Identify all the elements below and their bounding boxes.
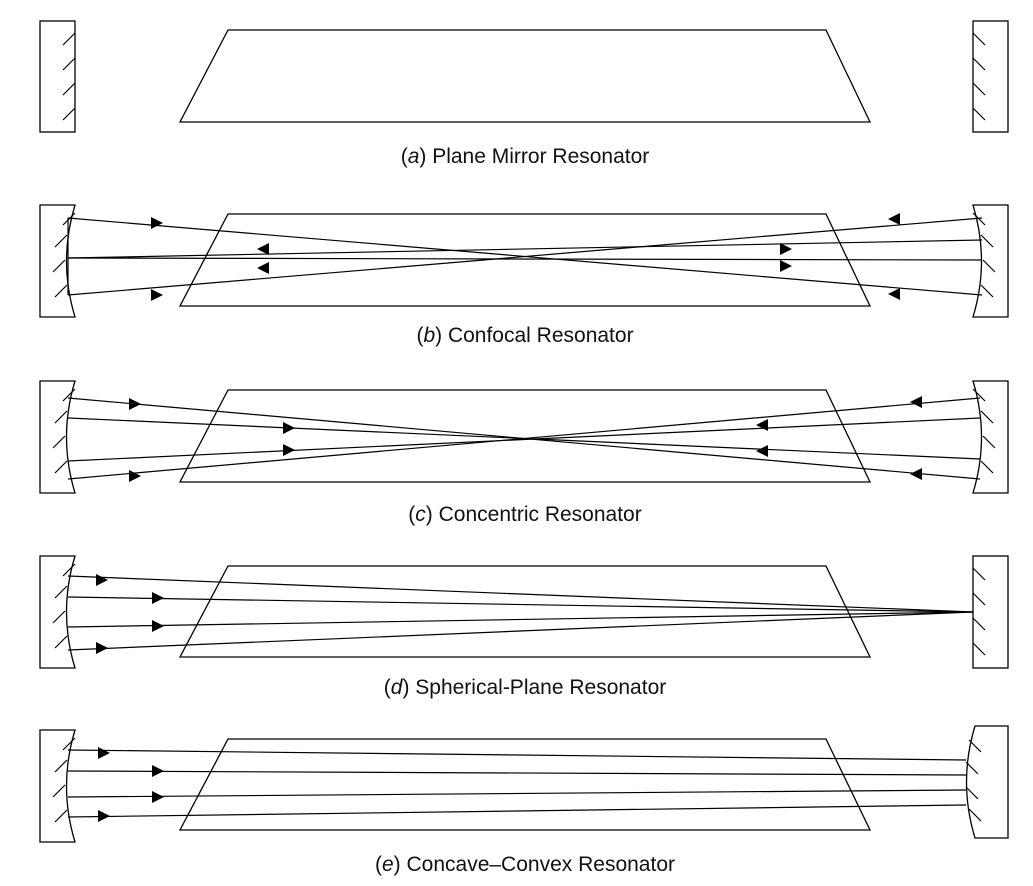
right-plane-mirror: [972, 20, 1009, 133]
left-concave-mirror: [39, 555, 76, 669]
arrow-right: [151, 217, 163, 229]
right-convex-mirror: [965, 725, 1009, 839]
ray-arrows: [129, 396, 922, 482]
arrow-right: [780, 260, 792, 272]
right-concave-mirror: [972, 204, 1009, 318]
caption-d-title: Spherical-Plane Resonator: [415, 676, 666, 699]
arrow-right: [129, 398, 141, 410]
arrow-right: [152, 765, 164, 777]
panel-d: (d) Spherical-Plane Resonator: [39, 555, 1009, 699]
caption-a: (a) Plane Mirror Resonator: [401, 145, 650, 168]
arrow-right: [152, 791, 164, 803]
left-plane-mirror: [39, 20, 76, 133]
caption-a-title: Plane Mirror Resonator: [432, 145, 649, 168]
caption-e: (e) Concave–Convex Resonator: [375, 853, 675, 876]
panel-a: (a) Plane Mirror Resonator: [39, 20, 1009, 168]
right-plane-mirror: [972, 555, 1009, 669]
caption-c-letter: c: [415, 503, 426, 526]
arrow-right: [780, 243, 792, 255]
arrow-right: [283, 422, 295, 434]
ray-path: [67, 749, 967, 818]
arrow-left: [257, 262, 269, 274]
caption-b-letter: b: [423, 324, 435, 347]
caption-b: (b) Confocal Resonator: [416, 324, 633, 347]
ray-arrows: [151, 213, 900, 301]
arrow-left: [756, 419, 768, 431]
arrow-right: [283, 444, 295, 456]
caption-d-letter: d: [391, 676, 404, 699]
ray-path: [67, 575, 974, 651]
arrow-left: [756, 445, 768, 457]
left-concave-mirror: [39, 729, 76, 843]
caption-a-letter: a: [408, 145, 420, 168]
gain-medium-trapezoid: [178, 213, 872, 307]
panel-c: (c) Concentric Resonator: [39, 380, 1009, 526]
caption-e-letter: e: [382, 853, 394, 876]
arrow-left: [910, 396, 922, 408]
arrow-left: [257, 243, 269, 255]
left-concave-mirror: [39, 204, 76, 318]
caption-b-title: Confocal Resonator: [448, 324, 634, 347]
caption-e-title: Concave–Convex Resonator: [407, 853, 676, 876]
arrow-right: [98, 747, 110, 759]
ray-arrows: [96, 574, 164, 654]
arrow-left: [910, 468, 922, 480]
arrow-right: [96, 642, 108, 654]
arrow-right: [96, 574, 108, 586]
arrow-right: [152, 592, 164, 604]
panel-e: (e) Concave–Convex Resonator: [39, 725, 1009, 876]
arrow-left: [888, 288, 900, 300]
caption-d: (d) Spherical-Plane Resonator: [384, 676, 667, 699]
gain-medium-trapezoid: [178, 738, 872, 831]
arrow-left: [888, 213, 900, 225]
arrow-right: [152, 620, 164, 632]
gain-medium-trapezoid: [178, 29, 872, 123]
ray-arrows: [98, 747, 164, 822]
arrow-right: [151, 289, 163, 301]
ray-path: [67, 217, 983, 296]
gain-medium-trapezoid: [178, 565, 872, 658]
caption-c-title: Concentric Resonator: [439, 503, 642, 526]
left-concave-mirror: [39, 380, 76, 494]
panel-b: (b) Confocal Resonator: [39, 204, 1009, 347]
arrow-right: [98, 810, 110, 822]
arrow-right: [129, 470, 141, 482]
caption-c: (c) Concentric Resonator: [408, 503, 641, 526]
ray-path: [67, 397, 981, 480]
gain-medium-trapezoid: [178, 389, 872, 483]
